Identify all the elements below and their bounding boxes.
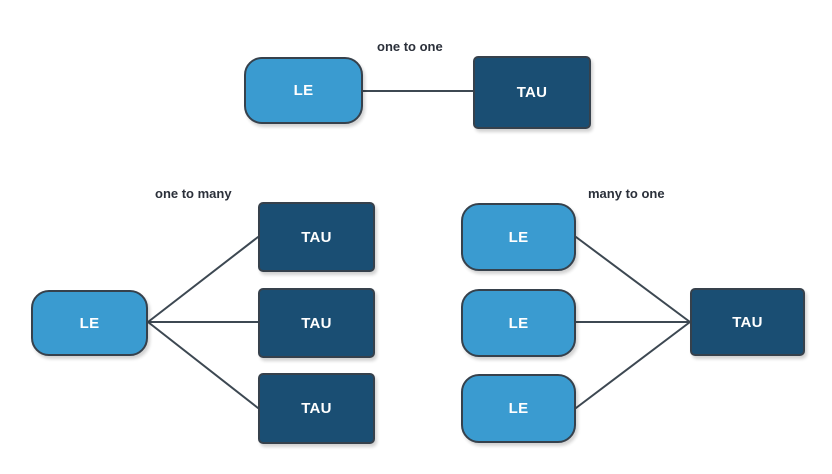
entity-node-mo-le-1[interactable]: LE <box>461 203 576 271</box>
entity-node-label: LE <box>508 314 529 332</box>
entity-node-oo-tau[interactable]: TAU <box>473 56 591 129</box>
connector-line <box>575 236 691 323</box>
relationship-label-one-to-one: one to one <box>377 39 443 54</box>
relationship-label-one-to-many: one to many <box>155 186 232 201</box>
entity-node-mo-le-2[interactable]: LE <box>461 289 576 357</box>
entity-node-om-tau-2[interactable]: TAU <box>258 288 375 358</box>
entity-node-mo-le-3[interactable]: LE <box>461 374 576 443</box>
entity-node-label: LE <box>293 82 314 99</box>
relationship-label-many-to-one: many to one <box>588 186 665 201</box>
entity-node-mo-tau[interactable]: TAU <box>690 288 805 356</box>
entity-node-om-tau-3[interactable]: TAU <box>258 373 375 444</box>
connector-line <box>147 321 259 409</box>
entity-node-label: TAU <box>301 400 332 417</box>
entity-node-om-le[interactable]: LE <box>31 290 148 356</box>
entity-node-label: LE <box>508 400 529 417</box>
entity-node-label: TAU <box>732 313 763 331</box>
entity-node-label: TAU <box>516 84 548 101</box>
connector-line <box>575 321 691 409</box>
entity-node-label: TAU <box>301 228 332 246</box>
entity-node-label: LE <box>508 228 529 246</box>
entity-node-om-tau-1[interactable]: TAU <box>258 202 375 272</box>
entity-node-label: LE <box>79 314 100 332</box>
entity-node-oo-le[interactable]: LE <box>244 57 363 124</box>
connector-line <box>147 236 259 323</box>
entity-node-label: TAU <box>301 314 332 332</box>
